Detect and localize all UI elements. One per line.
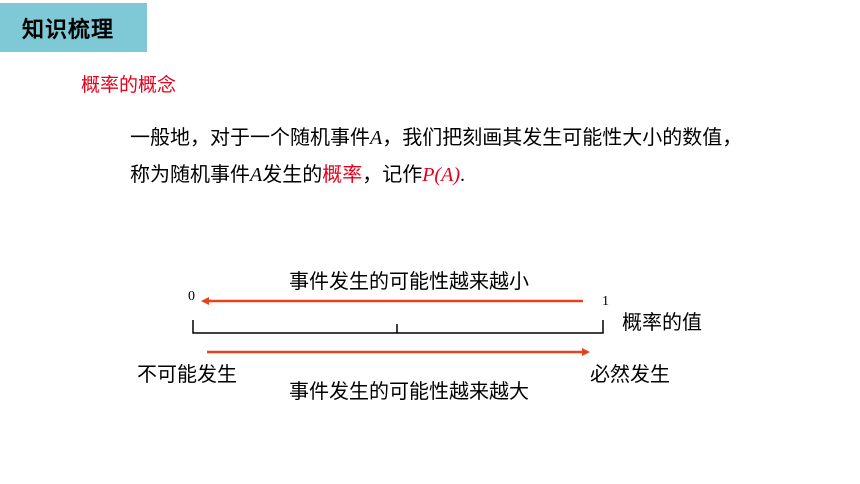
definition-text: ，我们把刻画其发生可能性大小的数值， [382, 125, 743, 149]
definition-line-1: 一般地，对于一个随机事件A，我们把刻画其发生可能性大小的数值， [130, 124, 742, 151]
definition-text: 一般地，对于一个随机事件 [130, 125, 370, 149]
impossible-label: 不可能发生 [137, 362, 237, 386]
start-value-label: 0 [188, 289, 195, 304]
probability-axis [192, 320, 604, 334]
section-title: 概率的概念 [81, 74, 177, 96]
definition-text: 发生的 [262, 162, 323, 186]
definition-period: . [459, 164, 465, 186]
probability-notation: P(A) [422, 164, 460, 186]
certain-label: 必然发生 [590, 362, 670, 386]
decreasing-label: 事件发生的可能性越来越小 [289, 269, 529, 293]
increasing-label: 事件发生的可能性越来越大 [289, 379, 529, 403]
definition-line-2: 称为随机事件A发生的概率，记作P(A). [130, 161, 465, 188]
event-symbol: A [370, 127, 383, 149]
header-title: 知识梳理 [0, 3, 147, 52]
axis-label: 概率的值 [622, 310, 702, 334]
definition-text: 称为随机事件 [130, 162, 250, 186]
event-symbol: A [250, 164, 263, 186]
probability-term: 概率 [322, 162, 363, 186]
definition-text: ，记作 [362, 162, 423, 186]
end-value-label: 1 [602, 294, 609, 309]
